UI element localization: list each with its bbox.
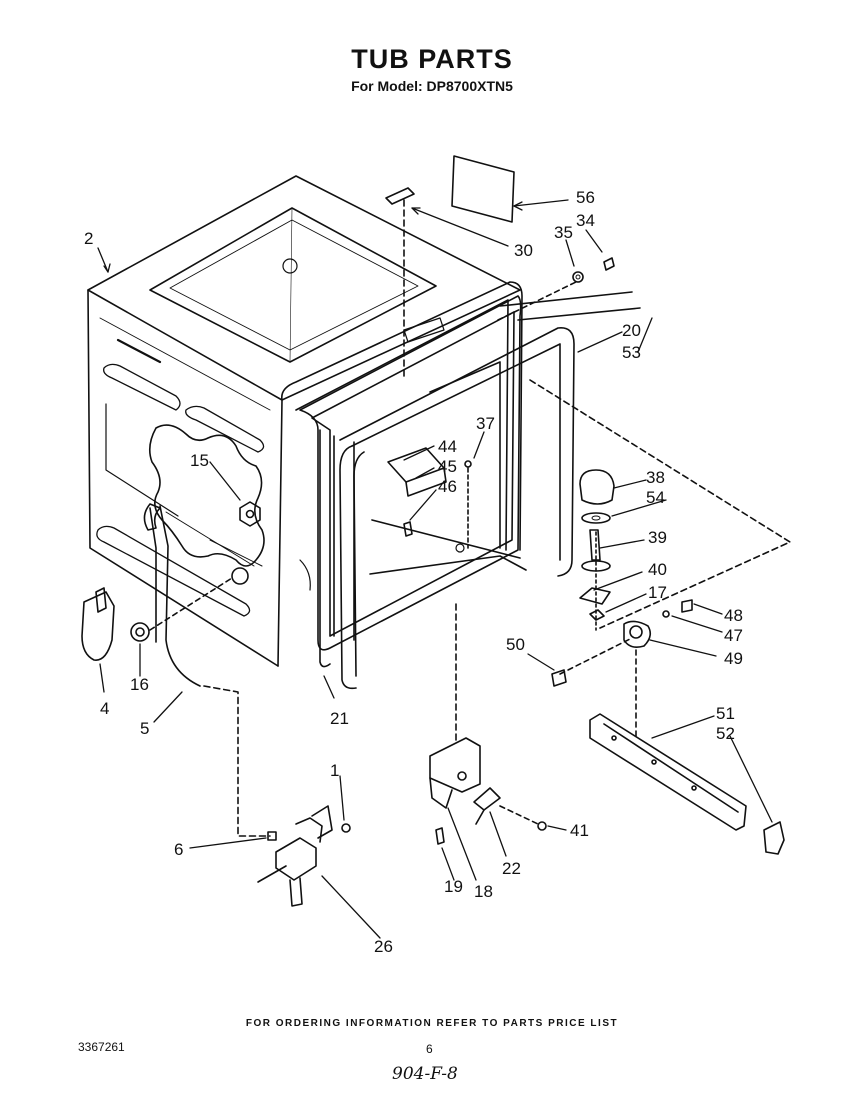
callout-16: 16: [130, 675, 149, 694]
part-18-bracket: [429, 599, 547, 845]
callout-labels: 2 56 34 35 30 20 53 37 44 45 46 15 38 54…: [84, 188, 743, 956]
callout-44: 44: [438, 437, 457, 456]
handwritten-note: 904-F-8: [392, 1064, 458, 1084]
model-line: For Model: DP8700XTN5: [351, 78, 513, 94]
part-51-rail: [589, 713, 747, 831]
tub-body: [87, 175, 527, 667]
callout-49: 49: [724, 649, 743, 668]
part-38-40-support-stack: [579, 469, 615, 631]
callout-41: 41: [570, 821, 589, 840]
part-35-34-nuts: [497, 257, 615, 321]
callout-4: 4: [100, 699, 109, 718]
part-15-nut: [239, 501, 261, 527]
callout-34: 34: [576, 211, 595, 230]
page-title: TUB PARTS: [351, 44, 513, 74]
part-47-49-wheel: [529, 379, 791, 741]
callout-40: 40: [648, 560, 667, 579]
callout-5: 5: [140, 719, 149, 738]
callout-20: 20: [622, 321, 641, 340]
callout-19: 19: [444, 877, 463, 896]
callout-46: 46: [438, 477, 457, 496]
part-50-screw: [551, 669, 567, 687]
callout-1: 1: [330, 761, 339, 780]
callout-48: 48: [724, 606, 743, 625]
door-gasket-assembly: [299, 291, 641, 690]
callout-15: 15: [190, 451, 209, 470]
part-30-bracket: [385, 187, 415, 379]
callout-2: 2: [84, 229, 93, 248]
callout-51: 51: [716, 704, 735, 723]
callout-47: 47: [724, 626, 743, 645]
part-44-46-bracket: [387, 447, 472, 549]
callout-26: 26: [374, 937, 393, 956]
page-number: 6: [426, 1042, 433, 1056]
document-number: 3367261: [78, 1040, 125, 1054]
callout-37: 37: [476, 414, 495, 433]
callout-35: 35: [554, 223, 573, 242]
callout-53: 53: [622, 343, 641, 362]
part-52-end-cap: [763, 821, 785, 855]
callout-6: 6: [174, 840, 183, 859]
callout-21: 21: [330, 709, 349, 728]
callout-17: 17: [648, 583, 667, 602]
part-16-grommet: [130, 567, 249, 642]
callout-54: 54: [646, 488, 665, 507]
callout-38: 38: [646, 468, 665, 487]
callout-18: 18: [474, 882, 493, 901]
callout-30: 30: [514, 241, 533, 260]
ordering-note: FOR ORDERING INFORMATION REFER TO PARTS …: [245, 1018, 619, 1029]
callout-52: 52: [716, 724, 735, 743]
part-4-cover: [81, 587, 115, 661]
callout-50: 50: [506, 635, 525, 654]
callout-45: 45: [438, 457, 457, 476]
part-56-label-plate: [451, 155, 515, 223]
part-26-valve-assembly: [257, 805, 351, 907]
callout-39: 39: [648, 528, 667, 547]
part-5-hose: [143, 503, 271, 837]
callout-56: 56: [576, 188, 595, 207]
callout-22: 22: [502, 859, 521, 878]
leader-lines: [97, 199, 773, 939]
